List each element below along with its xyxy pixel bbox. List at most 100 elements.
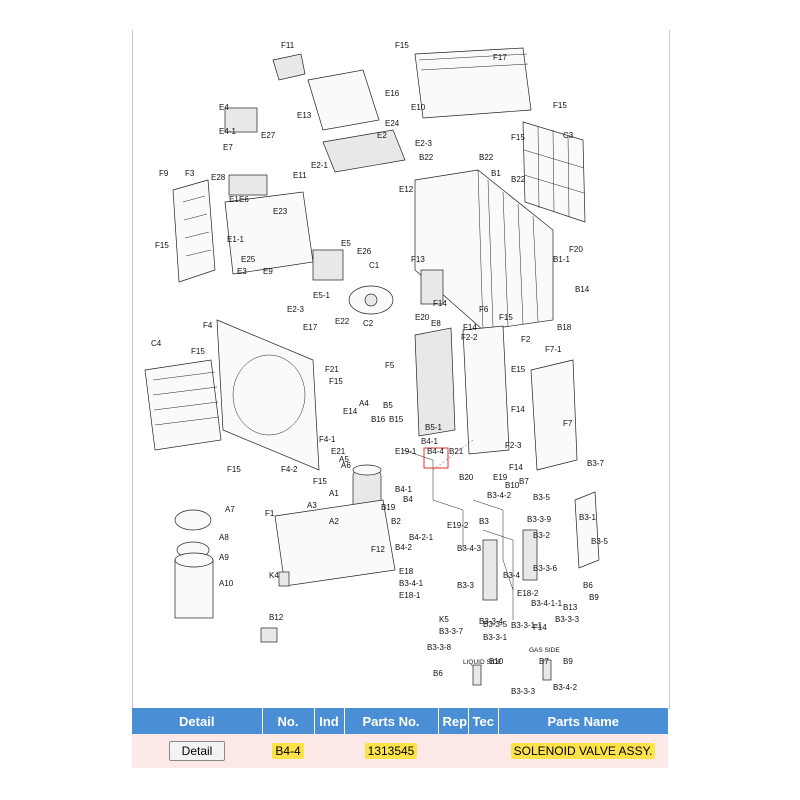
callout-label: E23 xyxy=(273,207,288,216)
detail-button[interactable]: Detail xyxy=(168,741,226,761)
callout-label: LIQUID SIDE xyxy=(463,659,502,666)
callout-label: E28 xyxy=(211,173,226,182)
callout-label: B22 xyxy=(479,153,494,162)
pcb-e2-part xyxy=(322,129,406,173)
callout-label: A4 xyxy=(359,399,369,408)
callout-label: F2 xyxy=(521,335,531,344)
callout-label: E2 xyxy=(377,131,387,140)
callout-label: F5 xyxy=(385,361,395,370)
callout-label: F15 xyxy=(553,101,567,110)
callout-label: C1 xyxy=(369,261,380,270)
header-no: No. xyxy=(262,708,315,734)
callout-label: B4 xyxy=(403,495,413,504)
callout-label: B3-3-8 xyxy=(427,643,452,652)
callout-label: A1 xyxy=(329,489,339,498)
callout-label: B2 xyxy=(391,517,401,526)
cell-no: B4-4 xyxy=(262,734,314,768)
callout-label: B3-4-2 xyxy=(487,491,512,500)
callout-label: B4-1 xyxy=(395,485,412,494)
callout-label: A3 xyxy=(307,501,317,510)
component-e5-part xyxy=(312,249,344,281)
component-e8-part xyxy=(414,327,456,437)
callout-label: E16 xyxy=(385,89,400,98)
callout-label: F15 xyxy=(155,241,169,250)
callout-label: A10 xyxy=(219,579,234,588)
callout-label: B3-7 xyxy=(587,459,604,468)
callout-label: F15 xyxy=(499,313,513,322)
front-panel-f4-part xyxy=(216,319,320,471)
callout-label: B4-2-1 xyxy=(409,533,434,542)
callout-label: E2-3 xyxy=(415,139,432,148)
callout-label: F9 xyxy=(159,169,169,178)
valve-block-part xyxy=(482,539,498,601)
cell-rep xyxy=(438,734,468,768)
callout-label: E20 xyxy=(415,313,430,322)
control-box-e1-part xyxy=(224,191,314,275)
callout-label: F11 xyxy=(281,41,295,50)
callout-label: F14 xyxy=(533,623,547,632)
callout-label: E4-1 xyxy=(219,127,236,136)
callout-label: E12 xyxy=(399,185,414,194)
callout-label: B3-4-1-1 xyxy=(531,599,563,608)
control-lid-part xyxy=(307,69,380,131)
callout-label: F15 xyxy=(511,133,525,142)
callout-label: A6 xyxy=(341,461,351,470)
cell-parts-no: 1313545 xyxy=(344,734,438,768)
rear-grille-c3-part xyxy=(522,121,586,223)
callout-label: E10 xyxy=(411,103,426,112)
callout-label: E22 xyxy=(335,317,350,326)
callout-label: E2-1 xyxy=(311,161,328,170)
callout-label: F4-2 xyxy=(281,465,298,474)
callout-label: B21 xyxy=(449,447,464,456)
callout-label: B6 xyxy=(583,581,593,590)
callout-label: K4 xyxy=(269,571,279,580)
highlight-b4-4 xyxy=(423,447,449,469)
callout-label: B15 xyxy=(389,415,404,424)
diagram-svg: F11F15F17F15E16E4E13E4-1E27E7E10E24E2E2-… xyxy=(133,30,608,696)
callout-label: B10 xyxy=(505,481,520,490)
parts-table: Detail No. Ind Parts No. Rep Tec Parts N… xyxy=(132,708,668,768)
header-parts-name: Parts Name xyxy=(498,708,668,734)
callout-label: F2-3 xyxy=(505,441,522,450)
callout-label: E26 xyxy=(357,247,372,256)
callout-label: B16 xyxy=(371,415,386,424)
callout-label: B3-4-1 xyxy=(399,579,424,588)
callout-label: B4-4 xyxy=(427,447,444,456)
callout-label: F1 xyxy=(265,509,275,518)
callout-label: B3-3 xyxy=(457,581,474,590)
callout-label: F4 xyxy=(203,321,213,330)
partition-f2-part xyxy=(462,325,510,455)
callout-label: E15 xyxy=(511,365,526,374)
callout-label: A2 xyxy=(329,517,339,526)
header-ind: Ind xyxy=(314,708,345,734)
base-plate-f1-part xyxy=(274,499,396,587)
callout-label: B14 xyxy=(575,285,590,294)
callout-label: E19 xyxy=(493,473,508,482)
callout-label: C2 xyxy=(363,319,374,328)
callout-label: B3-1 xyxy=(579,513,596,522)
fan-c2-part xyxy=(348,285,394,315)
part-k4 xyxy=(278,571,290,587)
callout-label: E17 xyxy=(303,323,318,332)
callout-label: B1-1 xyxy=(553,255,570,264)
callout-label: B3-5 xyxy=(533,493,550,502)
callout-label: B22 xyxy=(511,175,526,184)
callout-label: E6 xyxy=(239,195,249,204)
callout-label: E27 xyxy=(261,131,276,140)
callout-label: GAS SIDE xyxy=(529,647,560,654)
condenser-coil-b1-part xyxy=(414,169,554,331)
callout-label: E9 xyxy=(263,267,273,276)
callout-label: F6 xyxy=(479,305,489,314)
callout-label: E25 xyxy=(241,255,256,264)
component-e4-part xyxy=(224,107,258,133)
header-rep: Rep xyxy=(438,708,469,734)
callout-label: B5 xyxy=(383,401,393,410)
callout-label: F4-1 xyxy=(319,435,336,444)
bracket-b3-1-part xyxy=(574,491,600,569)
callout-label: B9 xyxy=(589,593,599,602)
cover-f11-part xyxy=(272,53,306,81)
callout-label: C4 xyxy=(151,339,162,348)
cell-tec xyxy=(468,734,498,768)
callout-label: E1-1 xyxy=(227,235,244,244)
